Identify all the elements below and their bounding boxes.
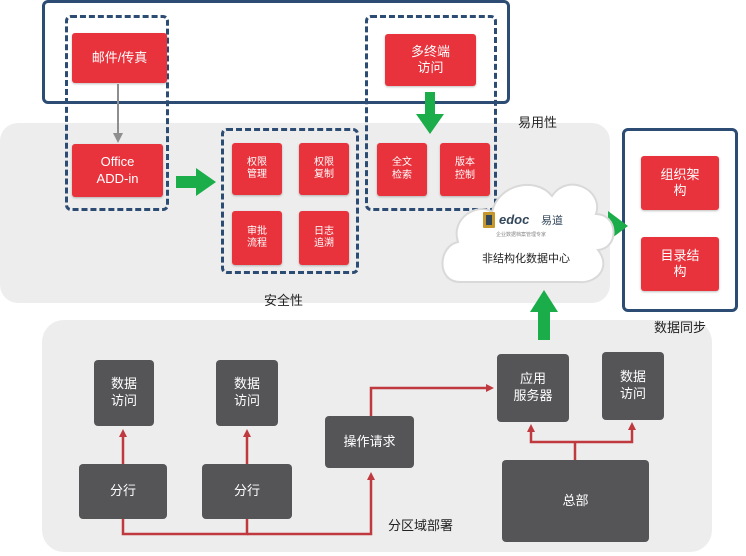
permission-copy-box: 权限 复制 (299, 143, 349, 195)
branches-to-request-connector (121, 519, 249, 536)
edoc-logo-text: edoc (499, 212, 530, 227)
version-control-box: 版本 控制 (440, 143, 490, 196)
log-trace-box: 日志 追溯 (299, 211, 349, 265)
edoc-logo-chinese: 易道 (541, 213, 563, 227)
mail-fax-box: 邮件/传真 (72, 33, 167, 83)
branch-box-1: 分行 (79, 464, 167, 519)
fulltext-search-box: 全文 检索 (377, 143, 427, 196)
headquarters-box: 总部 (502, 460, 649, 542)
bottom-to-request-arrow (247, 472, 375, 536)
office-addin-box: Office ADD-in (72, 144, 163, 197)
ease-of-use-frame (42, 0, 510, 104)
edoc-tagline: 企业数据档案管理专家 (496, 231, 546, 238)
data-access-box-1: 数据 访问 (94, 360, 154, 426)
data-sync-label: 数据同步 (654, 320, 707, 335)
regional-deployment-label: 分区域部署 (388, 518, 454, 533)
operation-request-box: 操作请求 (325, 416, 414, 468)
data-access-box-3: 数据 访问 (602, 352, 664, 420)
mail-office-dashed-group (65, 15, 169, 211)
server-up-arrow (530, 290, 558, 340)
security-dashed-group (221, 128, 359, 274)
data-center-cloud (441, 183, 615, 284)
hq-to-server-arrow (527, 424, 575, 444)
multi-terminal-box: 多终端 访问 (385, 34, 476, 86)
sync-frame (622, 128, 738, 312)
hq-to-access-arrow (575, 422, 636, 444)
security-label: 安全性 (264, 293, 304, 308)
app-server-box: 应用 服务器 (497, 354, 569, 422)
permission-management-box: 权限 管理 (232, 143, 282, 195)
request-to-server-arrow (369, 384, 494, 416)
directory-structure-box: 目录结 构 (641, 237, 719, 291)
data-access-box-2: 数据 访问 (216, 360, 278, 426)
org-structure-box: 组织架 构 (641, 156, 719, 210)
ease-of-use-label: 易用性 (518, 115, 558, 130)
multi-terminal-down-arrow (416, 92, 444, 134)
branch-box-2: 分行 (202, 464, 292, 519)
office-to-security-arrow (176, 168, 216, 196)
data-center-title: 非结构化数据中心 (482, 251, 570, 265)
approval-flow-box: 审批 流程 (232, 211, 282, 265)
search-dashed-group (365, 15, 497, 211)
